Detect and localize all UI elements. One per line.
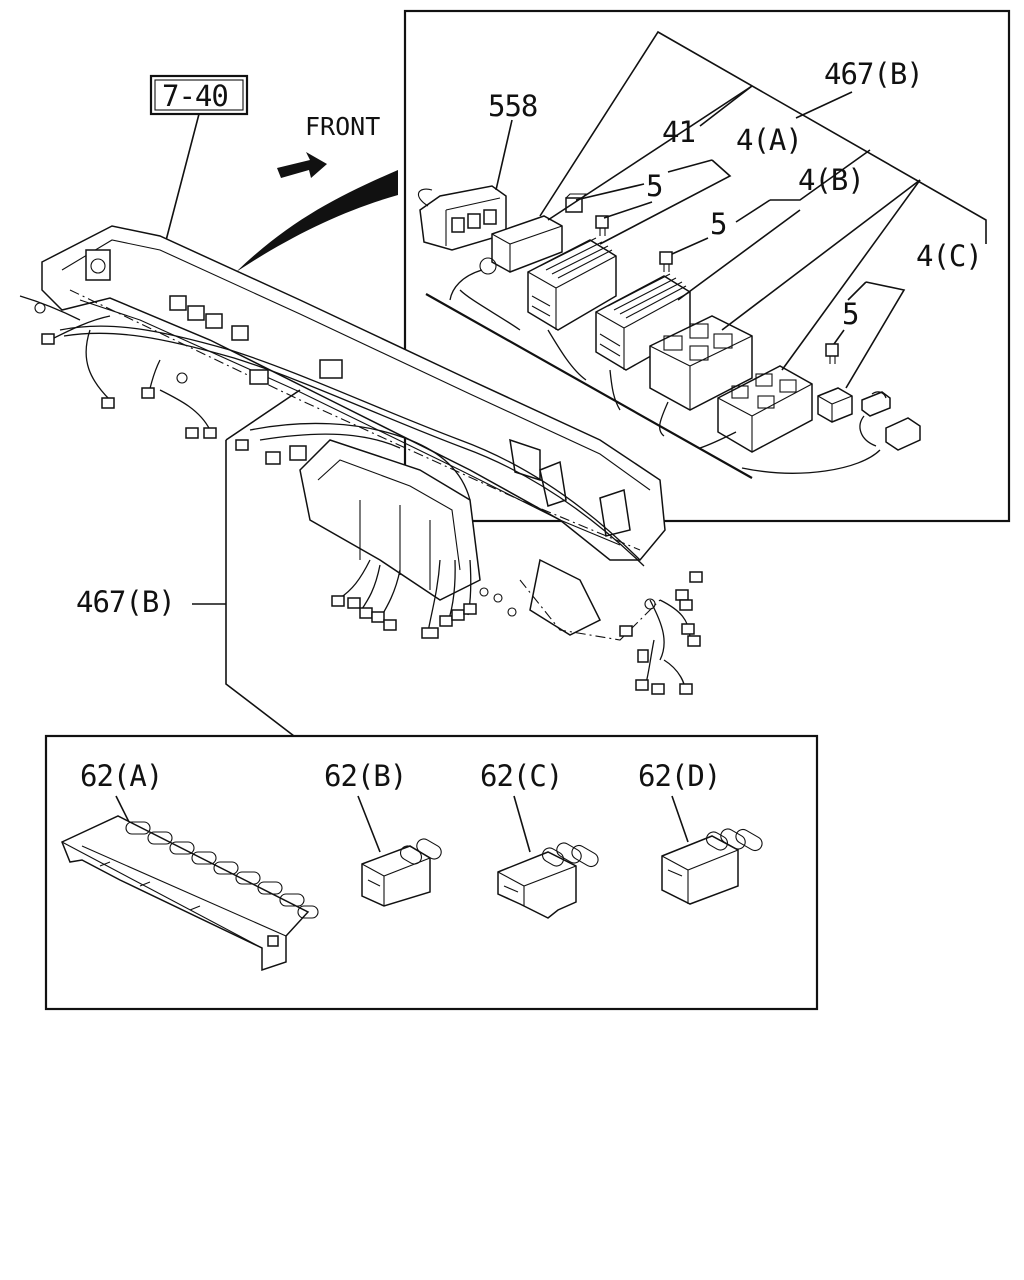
part-467b-side-label: 467(B) <box>76 585 175 619</box>
part-5a-leader-a <box>575 183 645 201</box>
part-4c-leader-a <box>721 179 921 331</box>
part-62c-leader <box>513 795 531 853</box>
fuse-box-detail-frame <box>403 9 1011 523</box>
part-41-label: 41 <box>662 115 695 149</box>
section-reference-leader <box>162 113 200 253</box>
section-reference-box[interactable]: 7-40 <box>149 74 249 116</box>
part-41-leader-b <box>547 85 753 221</box>
part-4c-label: 4(C) <box>916 239 982 273</box>
part-467b-detail-bracket <box>539 30 987 244</box>
part-62d-label: 62(D) <box>638 759 720 793</box>
section-reference-label: 7-40 <box>162 79 228 113</box>
fuse-62d <box>661 828 763 905</box>
part-558-label: 558 <box>488 89 537 123</box>
relay-box-4c-a <box>649 315 753 411</box>
detail-pointer-swoosh <box>236 170 398 272</box>
front-arrow-icon <box>277 152 327 178</box>
part-4a-leader <box>599 159 732 245</box>
part-467b-detail-label: 467(B) <box>824 57 923 91</box>
fuse-5-d <box>825 343 839 364</box>
part-62d-leader <box>671 795 689 843</box>
small-relay <box>817 387 853 423</box>
instrument-panel-harness-assembly <box>19 225 703 695</box>
part-5a-leader-b <box>603 201 653 219</box>
part-41-leader-a <box>699 85 753 127</box>
relay-holder-41 <box>449 215 563 301</box>
fuse-62c <box>497 842 599 919</box>
part-4b-leader <box>677 209 801 301</box>
fuse-box-4a <box>527 237 617 331</box>
part-558-leader <box>495 119 513 191</box>
part-467b-bracket-top <box>225 389 301 441</box>
part-4a-label: 4(A) <box>736 123 802 157</box>
part-4c-leader-b <box>781 179 921 371</box>
relay-box-4c-b <box>717 365 813 453</box>
part-62b-label: 62(B) <box>324 759 406 793</box>
part-4b-label: 4(B) <box>798 163 864 197</box>
part-5c-leader <box>833 329 845 345</box>
part-5a-leader-top <box>667 159 713 173</box>
part-5c-leader-top <box>847 281 867 301</box>
fuse-block-62a <box>61 815 319 972</box>
part-5b-leader <box>671 237 709 255</box>
relay-558 <box>417 185 507 251</box>
part-62b-leader <box>357 795 381 853</box>
part-467b-bracket <box>225 440 295 737</box>
part-4c-leader-c <box>845 281 906 389</box>
fuse-types-detail-frame <box>44 734 819 1011</box>
harness-connector-pair <box>861 391 921 451</box>
part-62c-label: 62(C) <box>480 759 562 793</box>
part-62a-label: 62(A) <box>80 759 162 793</box>
part-5a-label: 5 <box>646 169 662 203</box>
part-62a-leader <box>115 795 131 825</box>
part-5b-label: 5 <box>710 207 726 241</box>
fuse-5-b <box>595 215 609 236</box>
fuse-5-c <box>659 251 673 272</box>
part-4b-leader-top <box>770 149 871 201</box>
fuse-62b <box>361 838 442 907</box>
part-5c-label: 5 <box>842 297 858 331</box>
fuse-box-detail <box>417 185 921 479</box>
part-467b-detail-leader <box>795 91 853 119</box>
front-direction-label: FRONT <box>305 112 380 141</box>
part-5b-leader-top <box>735 199 771 223</box>
